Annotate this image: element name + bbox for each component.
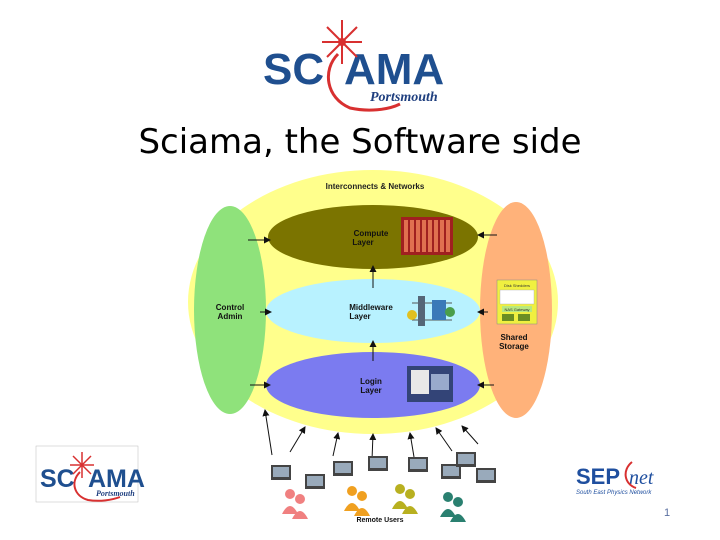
middleware-network-image bbox=[407, 296, 455, 326]
compute-rack-image bbox=[401, 217, 453, 255]
remote-users-icons bbox=[282, 484, 466, 522]
sepnet-script: net bbox=[629, 467, 654, 489]
control-admin-label-1: Control bbox=[216, 303, 244, 312]
user-group-icon-pink bbox=[282, 489, 308, 519]
storage-box-middle-label: NAS Gateway bbox=[504, 307, 529, 312]
storage-box-top-label: Disk Shedders bbox=[504, 283, 530, 288]
login-label-1: Login bbox=[360, 377, 382, 386]
middleware-label-2: Layer bbox=[349, 312, 370, 321]
sciama-logo-left: SC bbox=[263, 45, 324, 94]
sepnet-sub: South East Physics Network bbox=[576, 490, 652, 496]
storage-box: Disk Shedders NAS Gateway bbox=[496, 279, 538, 325]
sciama-logo: SC AMA Portsmouth bbox=[263, 20, 444, 112]
middleware-label-1: Middleware bbox=[349, 303, 393, 312]
sciama-small-right: AMA bbox=[88, 465, 145, 493]
user-group-icon-orange bbox=[344, 486, 370, 516]
slide-title: Sciama, the Software side bbox=[138, 122, 582, 162]
sepnet-logo: SEP net South East Physics Network bbox=[576, 461, 654, 496]
page-number: 1 bbox=[664, 507, 671, 519]
sciama-logo-sub: Portsmouth bbox=[370, 90, 438, 105]
shared-storage-label-2: Storage bbox=[499, 342, 529, 351]
user-group-icon-olive bbox=[392, 484, 418, 514]
sciama-small-left: SC bbox=[40, 465, 75, 493]
remote-user-arrows bbox=[262, 409, 479, 461]
user-group-icon-teal bbox=[440, 492, 466, 522]
sciama-star-icon bbox=[322, 20, 362, 64]
sciama-logo-small: SC AMA Portsmouth bbox=[35, 445, 145, 503]
sciama-small-swoosh-icon bbox=[73, 471, 121, 502]
login-screen-image bbox=[407, 366, 453, 402]
middleware-layer bbox=[266, 279, 480, 343]
sciama-swoosh-icon bbox=[327, 52, 401, 112]
remote-users-label: Remote Users bbox=[356, 517, 403, 524]
compute-label-2: Layer bbox=[352, 238, 373, 247]
sciama-small-sub: Portsmouth bbox=[96, 489, 135, 498]
interconnects-label: Interconnects & Networks bbox=[326, 182, 425, 191]
sepnet-swoosh-icon bbox=[624, 461, 637, 489]
panel-arrows bbox=[248, 231, 497, 389]
compute-label-1: Compute bbox=[354, 229, 389, 238]
login-label-2: Layer bbox=[360, 386, 381, 395]
sciama-small-star-icon bbox=[70, 452, 94, 478]
sepnet-bold: SEP bbox=[576, 464, 620, 489]
shared-storage-label-1: Shared bbox=[500, 333, 527, 342]
sciama-logo-right: AMA bbox=[344, 45, 444, 94]
remote-computers bbox=[271, 452, 496, 489]
control-admin-panel bbox=[194, 206, 266, 414]
control-admin-label-2: Admin bbox=[218, 312, 243, 321]
